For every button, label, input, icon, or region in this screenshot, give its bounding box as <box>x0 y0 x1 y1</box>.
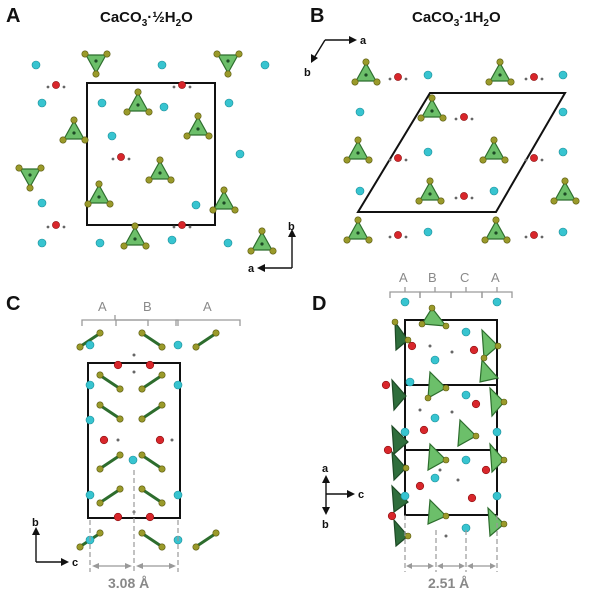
panel-b-formula: CaCO3·1H2O <box>412 9 501 29</box>
panel-c-water <box>99 353 174 522</box>
panel-b-carbonates <box>343 58 580 244</box>
panel-d-calcium <box>400 297 502 533</box>
panel-c-layer-1: B <box>143 299 152 314</box>
panel-a-formula: CaCO3·½H2O <box>100 9 193 29</box>
panel-d-spacing: 2.51 Å <box>404 515 498 591</box>
panel-c-spacing-label: 3.08 Å <box>108 575 149 591</box>
panel-d: D A B C A <box>312 270 513 591</box>
panel-d-oxygens <box>391 304 508 540</box>
panel-b-water <box>388 72 544 240</box>
panel-c-axis-b: b <box>32 517 39 529</box>
panel-d-axis-a: a <box>322 463 329 475</box>
panel-c-axis-c: c <box>72 557 78 569</box>
panel-b-unit-cell <box>356 92 567 213</box>
panel-c: C A B A <box>6 293 241 591</box>
panel-c-layer-brackets: A B A <box>81 299 241 326</box>
panel-c-label: C <box>6 293 20 315</box>
panel-a-label: A <box>6 5 20 27</box>
panel-c-layer-2: A <box>203 299 212 314</box>
panel-a-water <box>46 80 192 230</box>
panel-b-calcium <box>355 70 568 237</box>
panel-b-axis-b: b <box>304 67 311 79</box>
panel-d-layer-1: B <box>428 270 437 285</box>
panel-d-spacing-label: 2.51 Å <box>428 575 469 591</box>
panel-b-axis-a: a <box>360 35 367 47</box>
panel-b-label: B <box>310 5 324 27</box>
panel-d-unit-cells <box>404 319 498 516</box>
panel-a-axis-a: a <box>248 263 255 275</box>
panel-b-axes: a b <box>304 35 367 79</box>
panel-a-calcium <box>31 60 270 248</box>
panel-d-axis-b: b <box>322 519 329 531</box>
panel-c-axes: b c <box>32 517 78 569</box>
panel-a: A CaCO3·½H2O <box>6 5 296 275</box>
panel-d-layer-brackets: A B C A <box>389 270 513 298</box>
panel-c-spacing: 3.08 Å <box>89 470 179 591</box>
panel-d-layer-0: A <box>399 270 408 285</box>
panel-b: B CaCO3·1H2O a b <box>304 5 580 244</box>
panel-d-water <box>381 341 491 538</box>
panel-d-axis-c: c <box>358 489 364 501</box>
panel-d-carbonates <box>391 306 505 548</box>
panel-d-layer-2: C <box>460 270 469 285</box>
panel-d-label: D <box>312 293 326 315</box>
panel-d-axes: a c b <box>322 463 364 531</box>
panel-a-axes: b a <box>248 221 296 275</box>
panel-c-calcium <box>85 340 183 545</box>
panel-c-layer-0: A <box>98 299 107 314</box>
panel-a-unit-cell <box>86 82 216 226</box>
panel-a-axis-b: b <box>288 221 295 233</box>
panel-d-layer-3: A <box>491 270 500 285</box>
